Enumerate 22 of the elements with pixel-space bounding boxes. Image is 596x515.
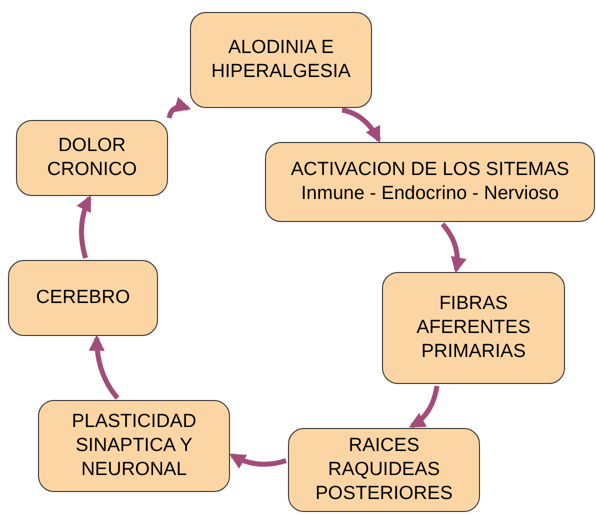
box-text: CEREBRO (36, 286, 130, 310)
process-box (265, 142, 595, 222)
arrow (166, 97, 192, 119)
process-box (8, 260, 158, 336)
box-text: RAICES RAQUIDEAS POSTERIORES (314, 434, 454, 506)
process-box (288, 428, 480, 512)
arrow (229, 453, 287, 468)
process-box (38, 400, 230, 492)
box-text: FIBRAS AFERENTES PRIMARIAS (415, 292, 532, 364)
box-text: ALODINIA E HIPERALGESIA (210, 36, 352, 84)
box-text: DOLOR CRONICO (46, 134, 138, 182)
box-text: ACTIVACION DE LOS SITEMAS (290, 158, 570, 182)
process-box (382, 272, 565, 384)
arrow (342, 108, 381, 143)
box-text: Inmune - Endocrino - Nervioso (301, 182, 559, 206)
arrow (89, 334, 120, 400)
arrow (408, 386, 440, 428)
process-box (16, 120, 168, 196)
box-text: PLASTICIDAD SINAPTICA Y NEURONAL (70, 410, 198, 482)
arrow (76, 195, 92, 259)
process-box (190, 12, 372, 108)
arrow (440, 222, 466, 274)
